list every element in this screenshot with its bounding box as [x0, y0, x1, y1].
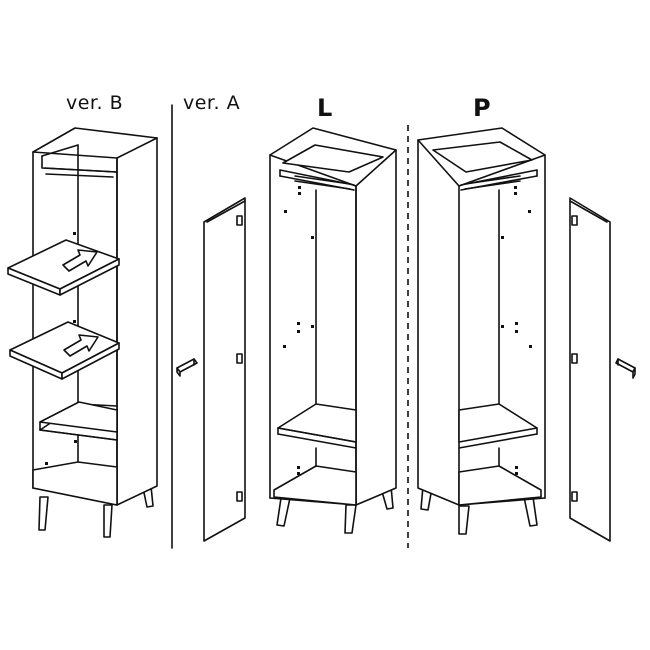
hinge-icon: [236, 215, 243, 502]
cabinet-ver-b: [7, 127, 158, 538]
label-ver-a: ver. A: [183, 92, 241, 114]
door-ver-a: [176, 197, 246, 542]
cabinet-b-leg: [103, 504, 113, 538]
cabinet-b-leg: [38, 496, 49, 531]
loose-shelf: [9, 321, 120, 374]
label-ver-b: ver. B: [66, 92, 124, 114]
label-right: P: [473, 94, 491, 122]
door-panel: [569, 197, 611, 542]
handle-icon: [615, 358, 636, 379]
wardrobe-p-leg: [458, 505, 470, 535]
label-left: L: [317, 94, 333, 122]
wardrobe-l: [269, 127, 397, 534]
handle-icon: [176, 358, 198, 377]
wardrobe-p: [417, 127, 546, 535]
wardrobe-p-leg: [523, 496, 538, 527]
hinge-icon: [571, 215, 578, 502]
arrow-icon: [63, 334, 99, 357]
wardrobe-l-leg: [344, 504, 357, 534]
cabinet-b-side: [116, 137, 158, 506]
door-p: [569, 197, 636, 542]
arrow-icon: [62, 249, 98, 272]
door-panel: [203, 197, 246, 542]
wardrobe-l-leg: [276, 497, 291, 527]
